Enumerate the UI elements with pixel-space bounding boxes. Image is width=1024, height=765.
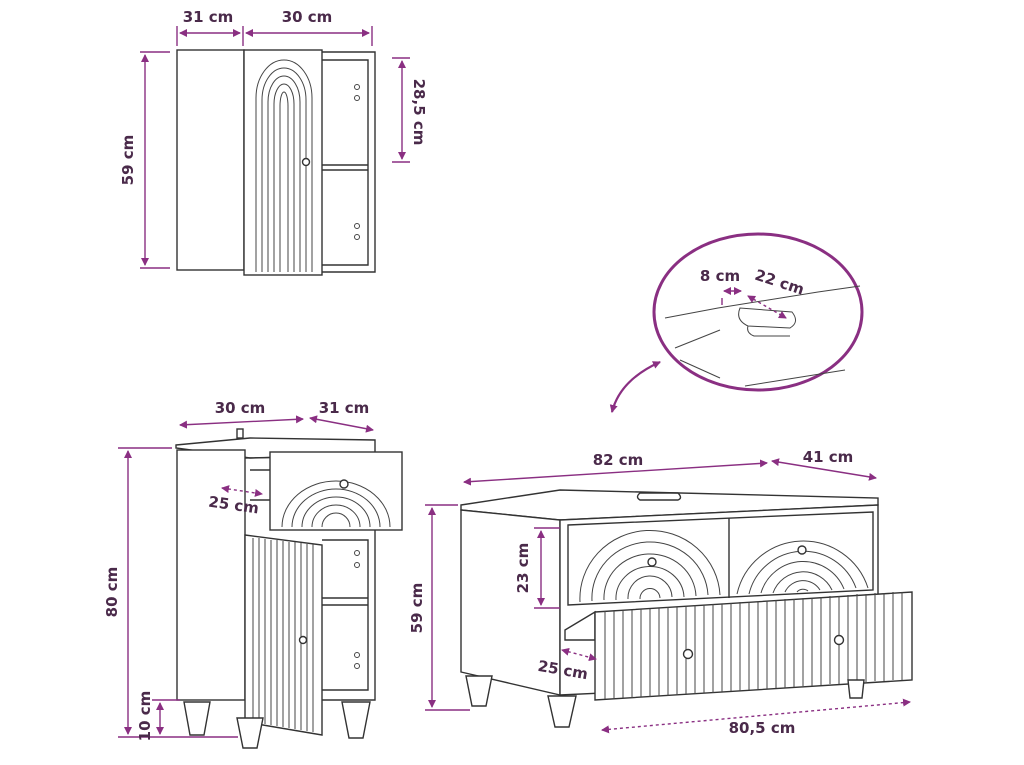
wall-cabinet-dimensions: 31 cm 30 cm 59 cm 28,5 cm: [119, 8, 428, 269]
vanity-leg: [465, 675, 493, 707]
vanity-leg: [847, 679, 865, 699]
wall-cabinet-shelf-gap-label: 28,5 cm: [410, 79, 428, 146]
vanity-knob: [647, 557, 657, 567]
wall-cabinet-width-right-label: 30 cm: [282, 8, 333, 26]
side-cabinet: [175, 428, 403, 749]
vanity-knob: [682, 648, 694, 660]
vanity-bottom-width-label: 80,5 cm: [729, 719, 796, 737]
wall-cabinet-arch-pattern: [255, 59, 313, 272]
vanity-drawer-height-label: 23 cm: [514, 543, 532, 594]
countertop-cutout-detail: 8 cm 22 cm: [652, 232, 864, 392]
vanity-width-label: 82 cm: [593, 451, 644, 469]
side-leg: [341, 701, 371, 739]
side-cabinet-depth-label: 31 cm: [319, 399, 370, 417]
vanity-top-drawer: [567, 511, 874, 606]
wall-cabinet-knob: [301, 157, 311, 167]
vanity-dimensions: 82 cm 41 cm 59 cm 23 cm 25 cm 80,5 cm: [408, 448, 911, 737]
detail-edge-width-label: 8 cm: [700, 267, 740, 285]
vanity-knob: [833, 634, 845, 646]
vanity-knob: [797, 545, 807, 555]
side-cabinet-width-label: 30 cm: [215, 399, 266, 417]
wall-cabinet-width-left-label: 31 cm: [183, 8, 234, 26]
vanity-depth-label: 41 cm: [803, 448, 854, 466]
side-leg: [183, 701, 211, 736]
vanity-height-label: 59 cm: [408, 583, 426, 634]
vanity-leg: [547, 695, 577, 728]
vanity-unit: [460, 489, 913, 728]
side-cabinet-drawer-arch: [281, 480, 391, 528]
side-cabinet-drawer: [269, 451, 403, 531]
side-leg-height-label: 10 cm: [136, 691, 154, 742]
detail-pointer-arrow: [609, 360, 661, 413]
side-leg: [236, 717, 264, 749]
side-door-knob: [298, 635, 308, 645]
vanity-arch-left: [579, 529, 721, 603]
wall-cabinet-height-label: 59 cm: [119, 135, 137, 186]
side-drawer-knob: [339, 479, 349, 489]
wall-cabinet: [176, 49, 376, 276]
vanity-bottom-drawer: [594, 591, 913, 701]
side-cabinet-height-label: 80 cm: [103, 567, 121, 618]
